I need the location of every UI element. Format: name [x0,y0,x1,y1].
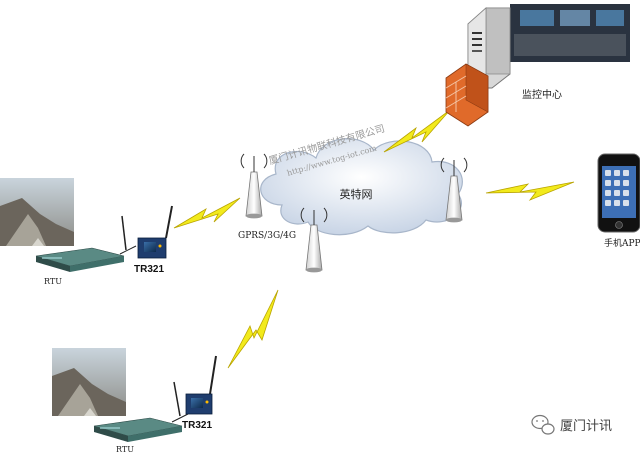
tr321-bottom-label: TR321 [182,420,212,431]
landscape-photo [52,348,126,416]
brand-mark: 厦门计讯 [531,414,612,435]
tr321-top-label: TR321 [134,264,164,275]
wechat-icon [531,414,555,435]
antenna-tower-icon [440,157,468,223]
rtu-bottom-label: RTU [116,445,134,454]
field-site-bottom: RTU TR321 [52,348,217,454]
monitor-center-label: 监控中心 [522,88,562,101]
rtu-unit-top: RTU [35,247,125,286]
antenna-tower-icon [300,207,328,273]
tr321-device-top: TR321 [121,205,173,275]
landscape-photo [0,178,74,246]
field-site-top: RTU TR321 [0,178,173,286]
tr321-device-bottom: TR321 [173,355,217,431]
internet-cloud: 英特网 [260,138,463,236]
antenna-tower-icon [240,153,268,219]
wireless-link-icon [485,181,575,201]
server-icon [467,7,511,89]
monitor-center: 监控中心 [445,4,630,127]
network-label: GPRS/3G/4G [238,231,296,241]
rtu-top-label: RTU [44,277,62,286]
firewall-icon [445,63,489,127]
phone-app-label: 手机APP [604,237,640,249]
wireless-link-icon [173,197,241,229]
brand-label: 厦门计讯 [560,419,612,434]
wireless-link-icon [227,289,279,369]
smartphone-icon: 手机APP [597,153,640,249]
rtu-unit-bottom: RTU [93,417,183,454]
internet-label: 英特网 [340,187,373,201]
